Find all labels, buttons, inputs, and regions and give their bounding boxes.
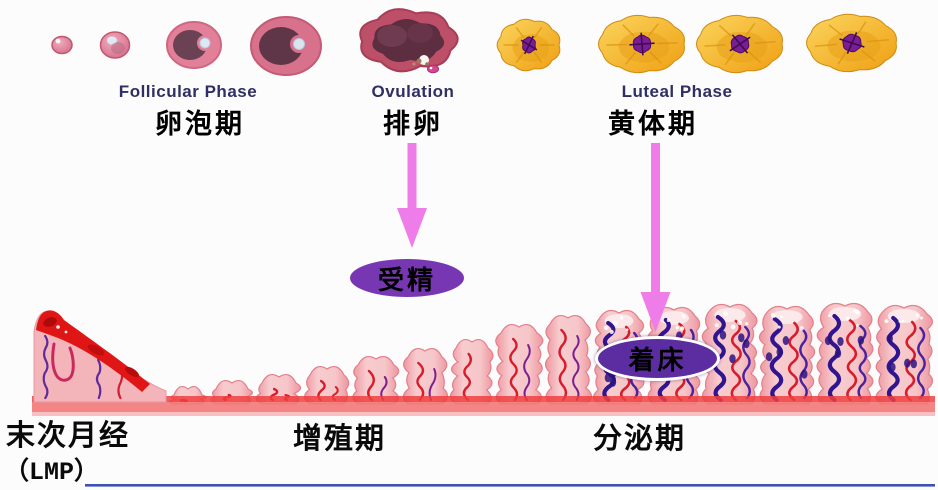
follicular-phase-label-zh: 卵泡期 xyxy=(155,109,245,139)
implantation-arrow-icon xyxy=(640,143,671,332)
bottom-baseline xyxy=(85,484,935,487)
fertilization-badge: 受精 xyxy=(350,259,464,297)
endometrium-illustration xyxy=(32,302,935,416)
implantation-badge: 着床 xyxy=(595,336,720,381)
lmp-label-en: （LMP） xyxy=(4,458,100,487)
luteal-phase-label-en: Luteal Phase xyxy=(621,82,733,101)
follicle-stages-illustration xyxy=(51,16,322,76)
follicular-phase-label-en: Follicular Phase xyxy=(118,82,258,101)
corpus-luteum-illustration xyxy=(496,13,897,74)
ovulation-label-zh: 排卵 xyxy=(383,109,443,139)
lmp-label-zh: 末次月经 xyxy=(6,420,131,452)
secretory-phase-label: 分泌期 xyxy=(593,423,687,455)
luteal-phase-label-zh: 黄体期 xyxy=(608,109,698,139)
ovulation-follicle-illustration xyxy=(359,8,459,74)
ovulation-label-en: Ovulation xyxy=(371,82,455,101)
proliferative-phase-label: 增殖期 xyxy=(293,423,387,455)
menstrual-flow-illustration xyxy=(33,310,167,403)
fertilization-arrow-icon xyxy=(397,143,427,248)
